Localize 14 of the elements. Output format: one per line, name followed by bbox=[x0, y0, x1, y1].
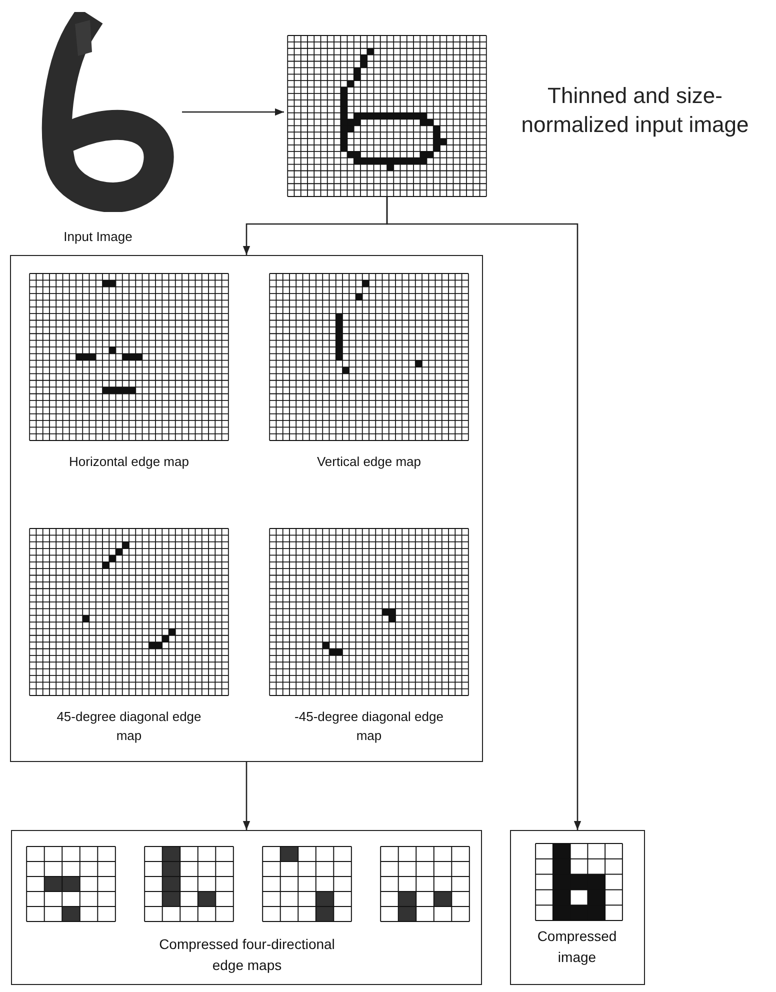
output-panel bbox=[11, 830, 482, 985]
image-caption: 45-degree diagonal edge map bbox=[56, 708, 202, 745]
arrow bbox=[242, 762, 250, 830]
panel-caption: Compressed four-directional edge maps bbox=[158, 935, 336, 975]
panel-caption: Compressed image bbox=[536, 927, 618, 967]
image-caption: Thinned and size-normalized input image bbox=[520, 82, 750, 139]
output-panel bbox=[510, 830, 645, 985]
arrow bbox=[182, 108, 284, 116]
arrow bbox=[386, 197, 582, 830]
image-caption: -45-degree diagonal edge map bbox=[294, 708, 444, 745]
image-caption: Horizontal edge map bbox=[68, 453, 190, 471]
image-caption: Input Image bbox=[62, 228, 134, 246]
edge-maps-panel bbox=[10, 255, 483, 762]
image-caption: Vertical edge map bbox=[316, 453, 422, 471]
